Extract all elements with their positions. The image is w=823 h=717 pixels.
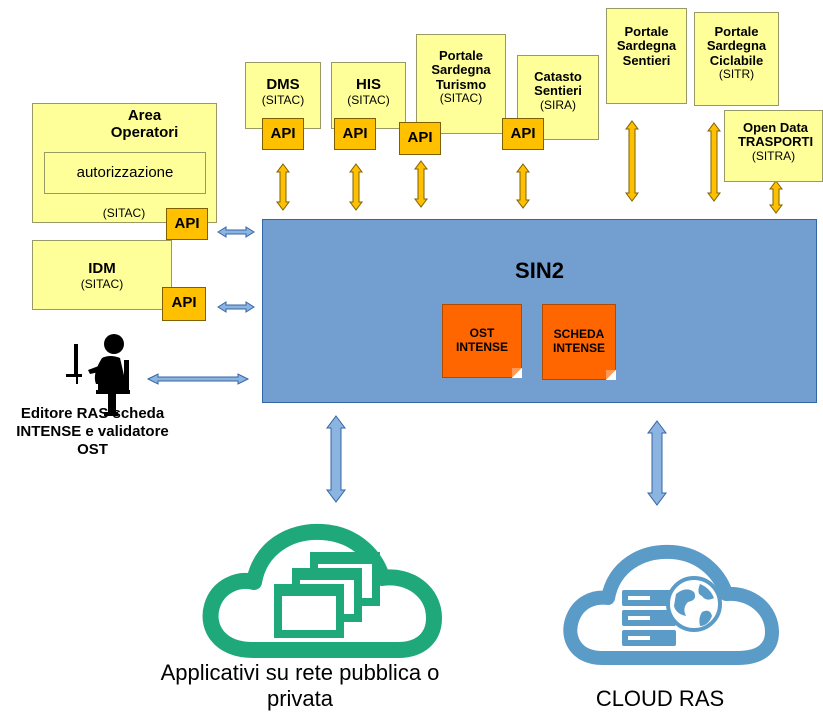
arrow-idm-sin2 [217,301,255,313]
api-badge-his: API [334,118,376,150]
cloud-apps-label: Applicativi su rete pubblica o privata [160,660,440,712]
api-badge-dms: API [262,118,304,150]
editor-label: Editore RAS scheda INTENSE e validatore … [16,405,169,458]
dms-sub: (SITAC) [261,92,305,107]
his-box: HIS (SITAC) [331,62,406,129]
arrow-his-sin2 [349,163,363,211]
ost-intense-label: OST INTENSE [455,326,508,354]
autorizzazione-box: autorizzazione [44,152,206,194]
ost-intense-note: OST INTENSE [442,304,522,378]
api-badge-catasto: API [502,118,544,150]
portale-ciclabile-sub: (SITR) [718,66,755,81]
cloud-ras-label: CLOUD RAS [595,686,725,711]
windows-cloud-icon [202,523,442,658]
open-data-box: Open Data TRASPORTI (SITRA) [724,110,823,182]
catasto-sentieri-sub: (SIRA) [540,97,576,112]
portale-ciclabile-title: Portale Sardegna Ciclabile [706,24,767,68]
idm-box: IDM (SITAC) [32,240,172,310]
arrow-sin2-cloudras [647,420,667,506]
portale-sentieri-box: Portale Sardegna Sentieri [606,8,687,104]
scheda-intense-note: SCHEDA INTENSE [542,304,616,380]
portale-ciclabile-box: Portale Sardegna Ciclabile (SITR) [694,12,779,106]
idm-title: IDM [88,260,116,277]
dms-title: DMS [266,76,300,93]
portale-turismo-box: Portale Sardegna Turismo (SITAC) [416,34,506,134]
arrow-ciclabile-sin2 [707,122,721,202]
api-badge-idm: API [162,287,206,321]
his-title: HIS [355,76,381,93]
api-badge-area-operatori: API [166,208,208,240]
portale-turismo-sub: (SITAC) [439,90,483,105]
portale-sentieri-title: Portale Sardegna Sentieri [616,24,677,68]
sin2-title: SIN2 [515,258,564,283]
person-at-computer-icon [66,334,130,416]
sin2-block: SIN2 OST INTENSE SCHEDA INTENSE [262,219,817,403]
arrow-sin2-apps [326,415,346,503]
server-globe-cloud-icon [563,544,779,665]
portale-turismo-title: Portale Sardegna Turismo [431,48,491,92]
dms-box: DMS (SITAC) [245,62,321,129]
scheda-intense-label: SCHEDA INTENSE [552,327,605,355]
arrow-dms-sin2 [276,163,290,211]
open-data-sub: (SITRA) [751,148,796,163]
his-sub: (SITAC) [347,92,390,107]
area-operatori-sub: (SITAC) [102,206,146,220]
arrow-catasto-sin2 [516,163,530,209]
arrow-sentieri-sin2 [625,120,639,202]
idm-sub: (SITAC) [80,276,124,291]
arrow-turismo-sin2 [414,160,428,208]
arrow-editor-sin2 [146,373,250,385]
catasto-sentieri-title: Catasto Sentieri [534,69,582,99]
open-data-title: Open Data TRASPORTI [737,120,814,150]
area-operatori-title: Area Operatori [110,107,179,141]
arrow-area-sin2 [217,226,255,238]
api-badge-turismo: API [399,122,441,155]
arrow-opendata-sin2 [769,180,783,214]
